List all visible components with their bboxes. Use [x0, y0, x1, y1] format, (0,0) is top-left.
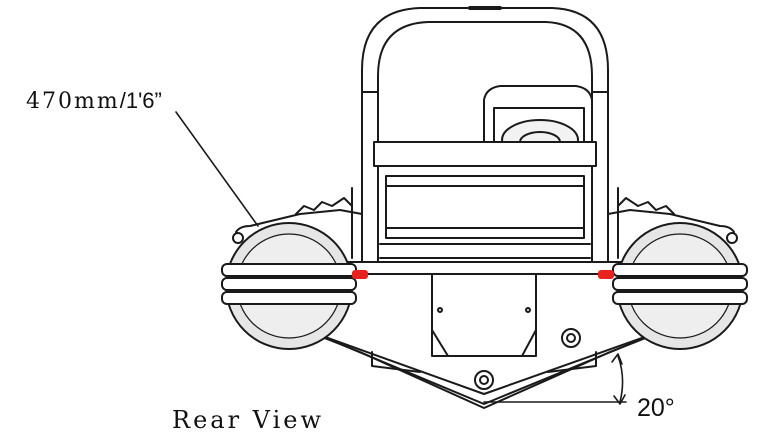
right-tube: [612, 222, 748, 350]
tail-light-left: [352, 270, 368, 279]
seat: [351, 141, 619, 259]
deck-hardware-left: [232, 197, 363, 244]
tail-light-right: [598, 270, 614, 279]
hull: [271, 271, 699, 409]
tube-diameter-imperial: /1'6”: [119, 88, 162, 113]
deadrise-angle-label: 20°: [637, 394, 675, 422]
roll-bar: [361, 6, 609, 263]
tube-diameter-label: 470mm/1'6”: [26, 88, 162, 114]
transom-rail: [347, 261, 623, 275]
deck-hardware-right: [607, 197, 738, 244]
tube-diameter-metric: 470mm: [26, 89, 120, 114]
view-caption: Rear View: [172, 406, 325, 434]
deadrise-angle-indicator: [483, 353, 627, 405]
dimension-leader-line: [175, 111, 259, 227]
left-tube: [221, 222, 357, 350]
